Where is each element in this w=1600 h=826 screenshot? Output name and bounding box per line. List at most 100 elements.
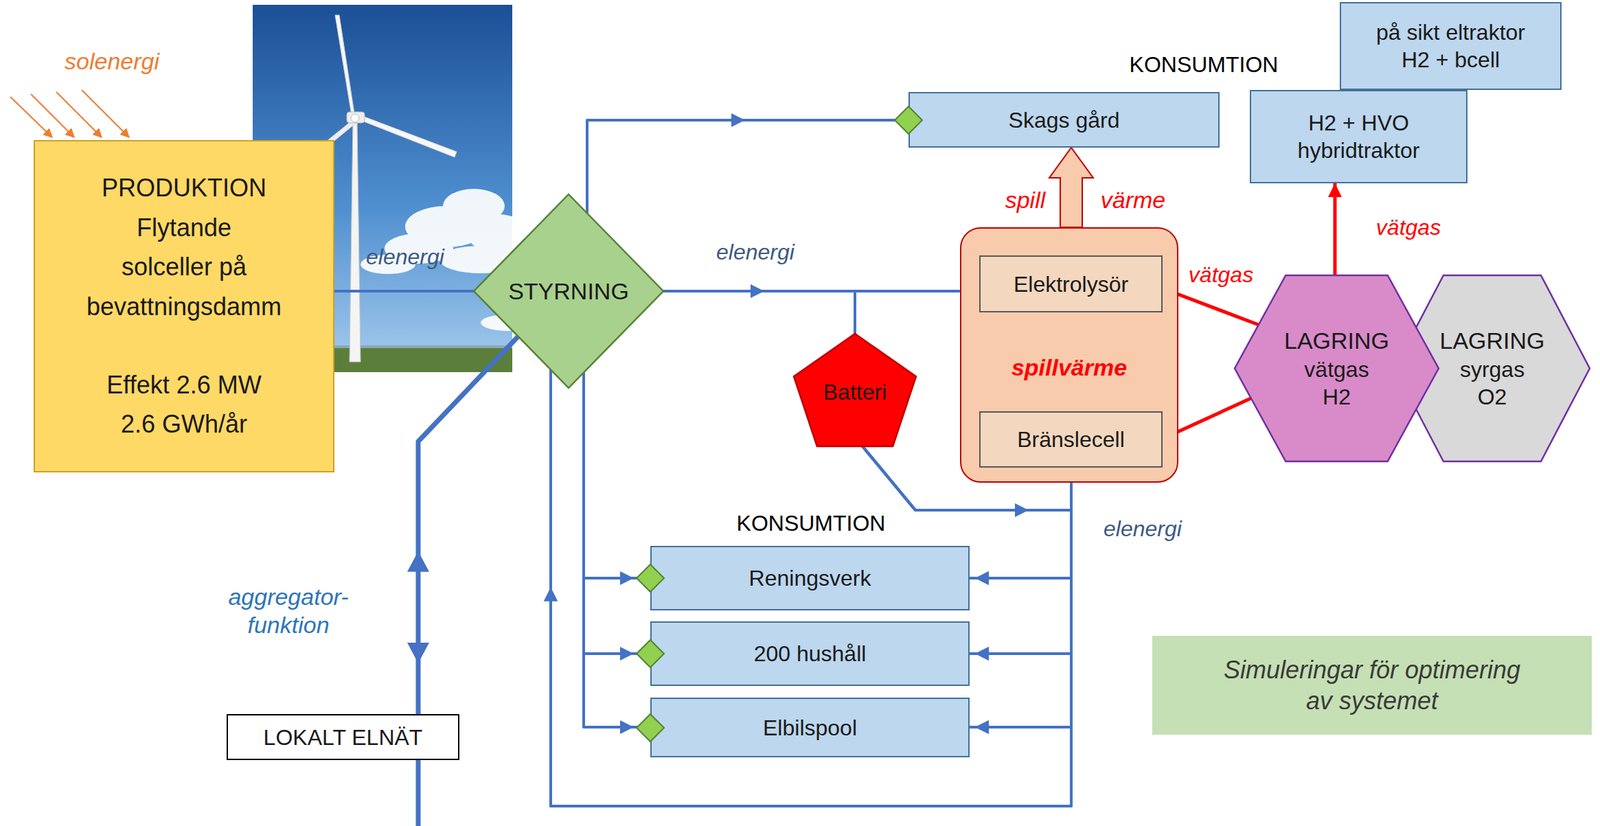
- arrowhead: [731, 113, 746, 128]
- node-title: LOKALT ELNÄT: [263, 723, 424, 752]
- process-box: Skags gård: [908, 92, 1220, 148]
- arrowhead: [620, 720, 634, 735]
- process-box: Elektrolysör: [979, 255, 1163, 313]
- connector-group: [969, 467, 1072, 735]
- arrowhead: [407, 642, 430, 664]
- edge-label: vätgas: [1376, 214, 1441, 241]
- node-title: LAGRING: [1284, 326, 1390, 356]
- connector: [418, 336, 519, 715]
- sun-ray: [81, 89, 130, 138]
- node-title: Reningsverk: [749, 564, 872, 592]
- connector-group: [583, 372, 651, 661]
- node-title: H2 + HVO hybridtraktor: [1290, 109, 1428, 165]
- connector-group: [969, 467, 1072, 586]
- edge-label: vätgas: [1188, 261, 1254, 288]
- turbine-nacelle: [346, 111, 365, 123]
- status-diamond: [635, 563, 666, 594]
- node-shape: [793, 333, 917, 447]
- node-title: Bränslecell: [1016, 425, 1125, 454]
- node-title: Simuleringar för optimering av systemet: [1210, 654, 1534, 717]
- arrowhead: [620, 646, 634, 661]
- node-title: LAGRING: [1439, 326, 1545, 356]
- connector-group: [334, 291, 474, 292]
- connector-group: [663, 291, 855, 334]
- node-body: Effekt 2.6 MW 2.6 GWh/år: [98, 365, 270, 445]
- arrowhead: [1328, 183, 1342, 198]
- annotation-label: KONSUMTION: [1129, 51, 1279, 78]
- sun-ray: [56, 92, 102, 138]
- connector-group: [969, 467, 1072, 661]
- arrowhead: [975, 571, 989, 586]
- process-box: PRODUKTIONFlytande solceller på bevattni…: [33, 140, 335, 473]
- arrowhead: [407, 551, 430, 573]
- connector: [583, 372, 651, 654]
- arrowhead: [543, 587, 558, 601]
- node-body: Flytande solceller på bevattningsdamm: [81, 208, 288, 327]
- status-diamond-shape: [636, 640, 665, 668]
- decision-diamond: STYRNING: [473, 194, 664, 388]
- node-body: vätgas H2: [1295, 355, 1379, 411]
- status-diamond-shape: [894, 106, 923, 134]
- node-title: Skags gård: [1008, 106, 1120, 134]
- arrowhead: [975, 720, 989, 735]
- edge-label: elenergi: [716, 238, 795, 266]
- connector-group: [407, 336, 519, 715]
- storage-hexagon: LAGRINGvätgas H2: [1234, 275, 1439, 462]
- process-box: Simuleringar för optimering av systemet: [1152, 635, 1592, 735]
- arrowhead: [620, 571, 634, 586]
- turbine-hub: [350, 113, 360, 123]
- node-title: spillvärme: [1011, 352, 1127, 383]
- node-title: PRODUKTION: [101, 168, 267, 209]
- connector: [583, 372, 651, 728]
- node-title: Elektrolysör: [1013, 270, 1129, 299]
- status-diamond-shape: [636, 714, 665, 742]
- turbine-tower: [349, 120, 361, 362]
- connector: [969, 467, 1072, 728]
- turbine-blade: [335, 15, 356, 119]
- sun-ray: [30, 94, 75, 138]
- group-box: spillvärme ElektrolysörBränslecell: [960, 227, 1179, 483]
- annotation-label: KONSUMTION: [736, 510, 886, 537]
- node-title: Batteri: [823, 378, 887, 406]
- connector-group: [1328, 183, 1342, 276]
- edge-label: elenergi: [366, 243, 445, 270]
- sun-rays: [10, 89, 130, 138]
- arrowhead: [975, 646, 989, 661]
- edge-label: aggregator- funktion: [223, 583, 354, 640]
- status-diamond: [635, 712, 666, 744]
- connector-group: [1049, 147, 1094, 228]
- process-box: H2 + HVO hybridtraktor: [1249, 89, 1468, 184]
- node-title: 200 hushåll: [753, 640, 867, 668]
- process-box: på sikt eltraktor H2 + bcell: [1339, 2, 1562, 90]
- battery-pentagon: Batteri: [793, 333, 917, 447]
- block-arrow: [1049, 147, 1094, 228]
- process-box: Reningsverk: [650, 545, 970, 611]
- node-body: syrgas O2: [1450, 355, 1534, 411]
- status-diamond-shape: [636, 564, 665, 592]
- process-box: LOKALT ELNÄT: [226, 714, 460, 761]
- arrowhead: [975, 571, 989, 586]
- arrowhead: [975, 646, 989, 661]
- connector: [583, 372, 651, 579]
- node-title: Elbilspool: [762, 714, 857, 742]
- node-shape: [1394, 275, 1590, 462]
- connector: [334, 289, 474, 293]
- process-box: Bränslecell: [979, 411, 1163, 468]
- connector-group: [587, 113, 909, 214]
- node-shape: [1234, 275, 1439, 462]
- connector: [663, 291, 855, 334]
- arrowhead: [543, 587, 558, 601]
- connector: [969, 467, 1072, 579]
- arrowhead: [975, 720, 989, 735]
- node-title: på sikt eltraktor H2 + bcell: [1368, 18, 1534, 74]
- turbine-blade: [355, 113, 457, 158]
- status-diamond: [893, 105, 924, 136]
- process-box: Elbilspool: [650, 697, 970, 758]
- sun-ray: [10, 96, 53, 138]
- connector: [1333, 183, 1337, 276]
- annotation-label: solenergi: [64, 47, 160, 76]
- node-shape: [473, 194, 664, 388]
- annotation-label: spill: [1005, 186, 1046, 215]
- annotation-label: elenergi: [1103, 515, 1182, 542]
- clouds: [360, 188, 513, 331]
